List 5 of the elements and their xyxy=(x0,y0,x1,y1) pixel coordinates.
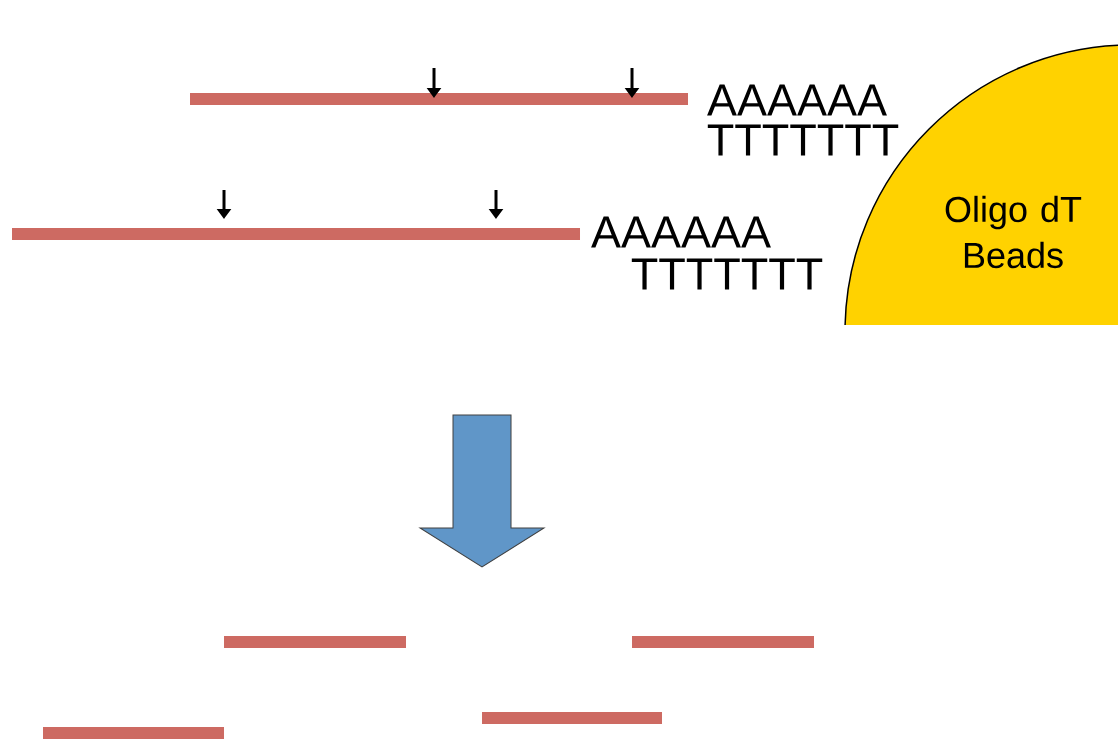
sequence-label: AAAAAA xyxy=(707,84,887,116)
sequence-label: TTTTTTT xyxy=(707,124,899,156)
bead-label: Oligo dT Beads xyxy=(945,195,1082,269)
sequence-label: TTTTTTT xyxy=(631,258,823,290)
sequence-label: AAAAAA xyxy=(591,216,771,248)
